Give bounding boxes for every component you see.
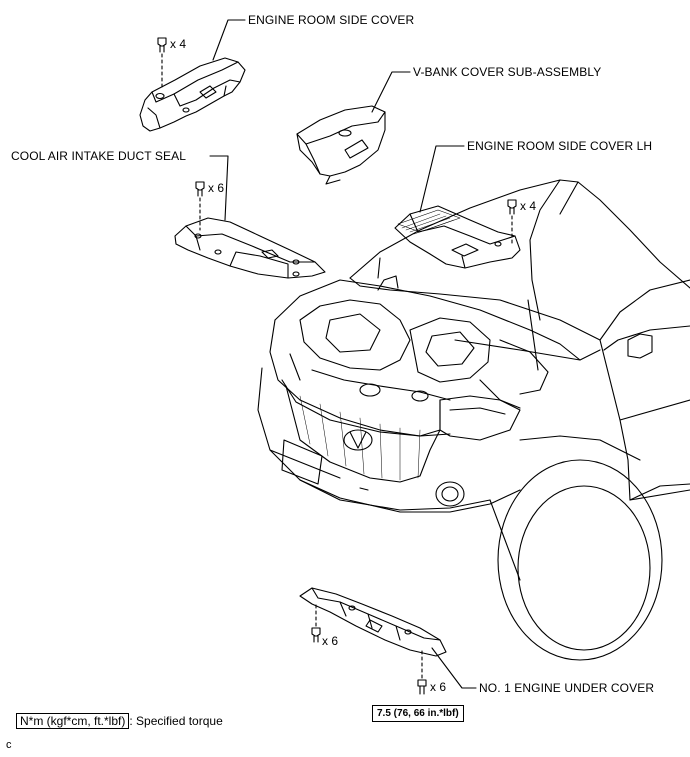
legend-text: : Specified torque — [129, 714, 223, 728]
qty-under-cover-bolts: x 6 — [430, 680, 447, 694]
label-v-bank-cover: V-BANK COVER SUB-ASSEMBLY — [413, 65, 602, 79]
figure-code: c — [6, 739, 12, 751]
clip-icon — [312, 628, 320, 642]
torque-legend: N*m (kgf*cm, ft.*lbf): Specified torque — [16, 713, 223, 729]
label-cool-air-intake-duct-seal: COOL AIR INTAKE DUCT SEAL — [11, 149, 186, 163]
label-no1-engine-under-cover: NO. 1 ENGINE UNDER COVER — [479, 681, 655, 695]
legend-unit: N*m (kgf*cm, ft.*lbf) — [16, 713, 130, 729]
clip-icon — [508, 200, 516, 214]
qty-side-cover-lh-clips: x 4 — [520, 199, 537, 213]
label-engine-room-side-cover-lh: ENGINE ROOM SIDE COVER LH — [467, 139, 653, 153]
clip-icon — [196, 182, 204, 196]
vehicle-front — [258, 180, 690, 660]
cool-air-intake-duct-seal-part — [175, 218, 325, 278]
engine-room-side-cover-lh-part — [395, 206, 520, 268]
clip-icon — [158, 38, 166, 52]
bolt-icon — [418, 680, 426, 694]
torque-spec: 7.5 (76, 66 in.*lbf) — [372, 705, 464, 722]
no1-engine-under-cover-part — [300, 588, 446, 656]
label-engine-room-side-cover: ENGINE ROOM SIDE COVER — [248, 13, 415, 27]
qty-side-cover-clips: x 4 — [170, 37, 187, 51]
engine-room-side-cover-part — [140, 58, 245, 131]
v-bank-cover-part — [297, 106, 385, 184]
qty-duct-seal-clips: x 6 — [208, 181, 225, 195]
qty-under-cover-clips: x 6 — [322, 634, 339, 648]
